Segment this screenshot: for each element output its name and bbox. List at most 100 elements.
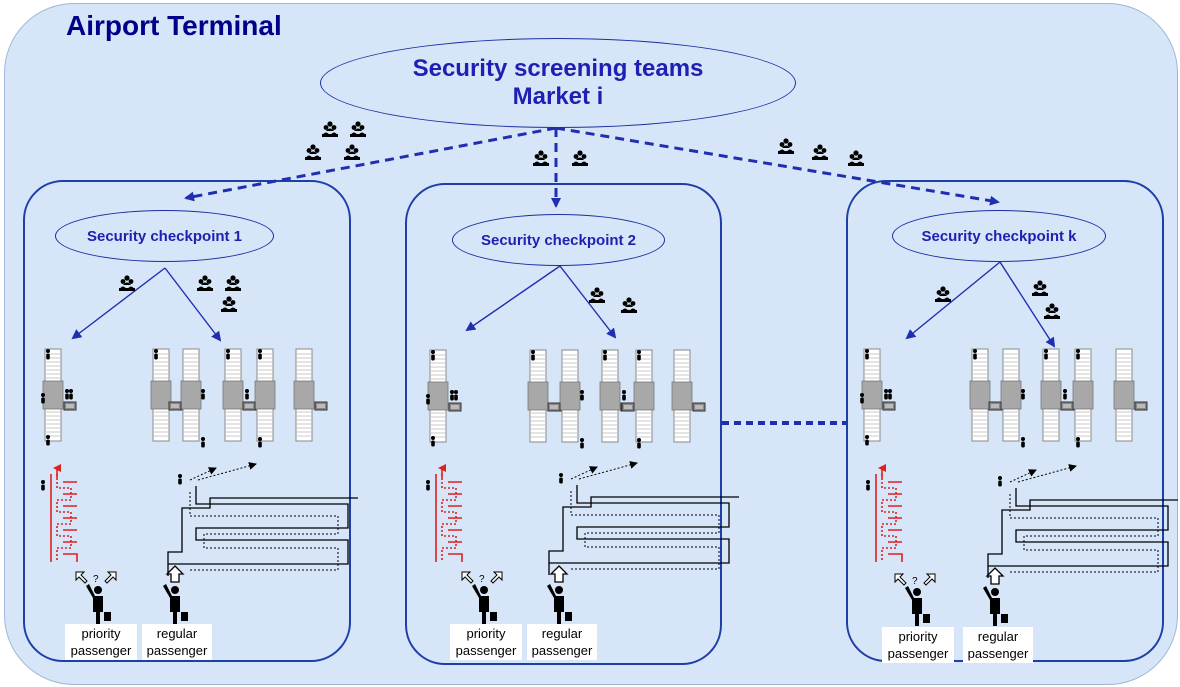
choice-arrow-icon <box>923 573 936 586</box>
checkpoint-2-label: Security checkpoint 2 <box>480 231 637 249</box>
lane-assignment-arrow <box>905 261 1001 340</box>
screener-icon <box>865 435 869 446</box>
screener-icon <box>431 350 435 361</box>
bin-icon <box>621 402 635 412</box>
screener-icon <box>46 349 50 360</box>
team-icon <box>812 144 828 160</box>
regular-exit-arrow <box>197 462 257 481</box>
screener-icon <box>65 389 69 400</box>
person-icon <box>41 480 45 491</box>
screening-lane-icon <box>1000 348 1022 442</box>
person-icon <box>998 476 1002 487</box>
choice-arrow-icon <box>894 573 907 586</box>
bin-icon <box>882 401 896 411</box>
team-icon <box>350 121 366 137</box>
screening-lane-icon <box>861 348 883 442</box>
up-arrow-icon <box>986 567 1004 585</box>
assignment-arrow-1 <box>184 126 557 202</box>
screening-lane-icon <box>1040 348 1062 442</box>
screener-icon <box>637 350 641 361</box>
team-icon <box>935 286 951 302</box>
question-mark: ? <box>93 574 99 585</box>
screener-icon <box>622 390 626 401</box>
choice-arrow-icon <box>461 571 474 584</box>
screener-icon <box>69 389 73 400</box>
security-screening-teams: Security screening teams Market i <box>320 38 796 128</box>
bin-icon <box>242 401 256 411</box>
screening-lane-icon <box>254 348 276 442</box>
screener-icon <box>603 350 607 361</box>
team-icon <box>848 150 864 166</box>
traveler-icon <box>163 584 188 624</box>
team-icon <box>225 275 241 291</box>
regular-exit-arrow <box>1009 469 1037 483</box>
screener-icon <box>973 349 977 360</box>
question-mark: ? <box>479 574 485 585</box>
screening-lane-icon <box>633 349 655 443</box>
regular-queue-outer <box>167 497 358 576</box>
team-icon <box>589 287 605 303</box>
screener-icon <box>1076 349 1080 360</box>
team-icon <box>621 297 637 313</box>
checkpoint-k-ellipse: Security checkpoint k <box>892 210 1106 262</box>
team-icon <box>322 121 338 137</box>
team-icon <box>221 296 237 312</box>
screener-icon <box>154 349 158 360</box>
team-icon <box>533 150 549 166</box>
screener-icon <box>1021 437 1025 448</box>
bin-icon <box>692 402 706 412</box>
screening-lane-icon <box>427 349 449 443</box>
screener-icon <box>46 435 50 446</box>
lane-assignment-arrow <box>465 265 561 332</box>
screener-icon <box>531 350 535 361</box>
choice-arrow-icon <box>75 571 88 584</box>
person-icon <box>866 480 870 491</box>
screening-lane-icon <box>293 348 315 442</box>
screener-icon <box>426 394 430 405</box>
bin-icon <box>448 402 462 412</box>
bin-icon <box>1060 401 1074 411</box>
screener-icon <box>1063 389 1067 400</box>
screening-lane-icon <box>599 349 621 443</box>
bin-icon <box>168 401 182 411</box>
traveler-icon <box>547 584 572 624</box>
terminal-title: Airport Terminal <box>66 10 282 41</box>
regular-exit-arrow <box>578 461 638 480</box>
assignment-arrow-k <box>555 126 1000 206</box>
team-assignment-arrows <box>184 126 1000 208</box>
checkpoint-2-ellipse: Security checkpoint 2 <box>452 214 665 266</box>
checkpoint-1-ellipse: Security checkpoint 1 <box>55 210 274 262</box>
bin-icon <box>1134 401 1148 411</box>
lane-assignment-arrow <box>559 265 617 339</box>
screener-icon <box>454 390 458 401</box>
screening-lane-icon <box>150 348 172 442</box>
screener-icon <box>245 389 249 400</box>
question-mark: ? <box>912 576 918 587</box>
regular-queue-barrier <box>988 488 1169 567</box>
traveler-icon <box>905 586 930 626</box>
screener-icon <box>201 437 205 448</box>
screener-icon <box>865 349 869 360</box>
lane-assignment-arrow <box>71 267 166 340</box>
person-icon <box>426 480 430 491</box>
choice-arrow-icon <box>490 571 503 584</box>
screener-icon <box>1021 389 1025 400</box>
screening-lane-icon <box>180 348 202 442</box>
screener-icon <box>258 437 262 448</box>
bin-icon <box>988 401 1002 411</box>
screening-lane-icon <box>671 349 693 443</box>
regular-queue-outer <box>987 499 1178 578</box>
priority-queue-path <box>56 474 72 560</box>
screener-icon <box>884 389 888 400</box>
person-icon <box>178 474 182 485</box>
screener-icon <box>431 436 435 447</box>
screener-icon <box>226 349 230 360</box>
checkpoint-1-artwork: ? <box>41 267 358 624</box>
screener-icon <box>41 393 45 404</box>
